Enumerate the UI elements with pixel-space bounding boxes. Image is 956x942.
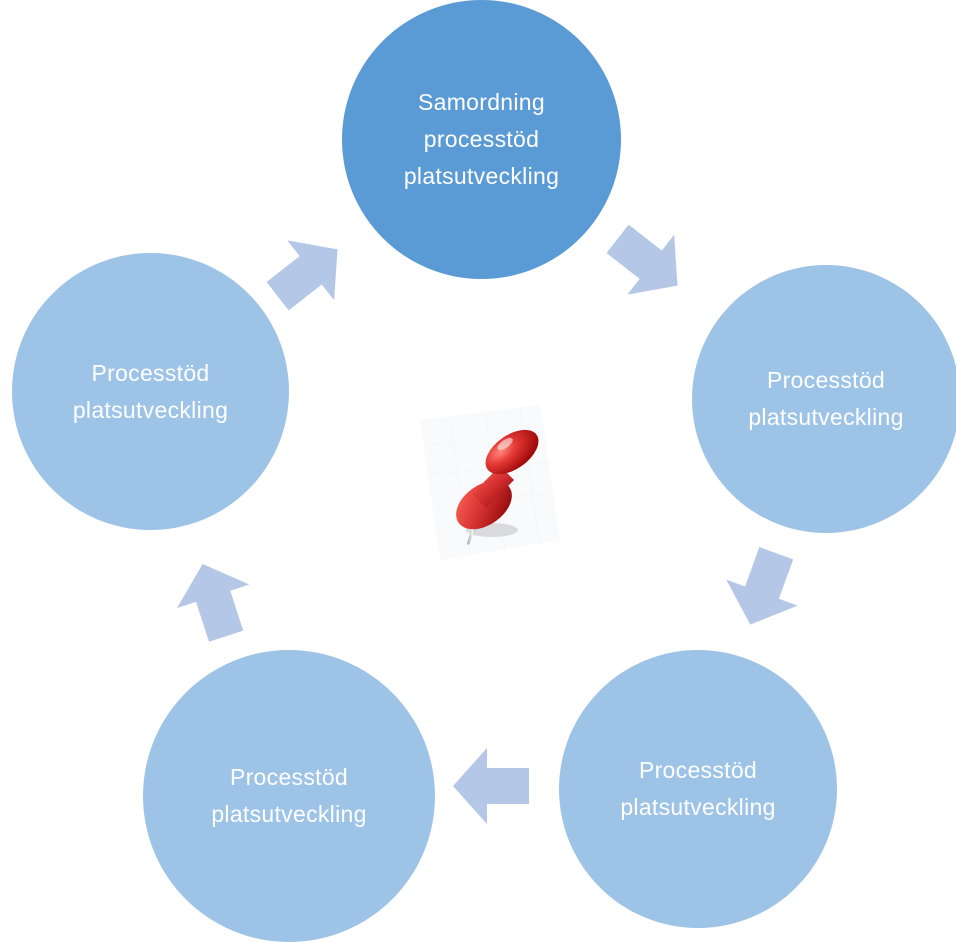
arrow-shape [453, 748, 529, 824]
node-label-line: Processtöd [91, 359, 210, 386]
cycle-node-process-support: Processtöd platsutveckling [12, 253, 289, 530]
node-label-line: Processtöd [766, 367, 886, 393]
node-label: Processtöd platsutveckling [620, 752, 775, 826]
pushpin-head [485, 429, 539, 475]
node-label-line: platsutveckling [620, 794, 776, 820]
node-label-line: platsutveckling [72, 396, 229, 423]
pushpin-stem [472, 466, 514, 508]
node-label: Processtöd platsutveckling [748, 362, 903, 436]
arrow-shape [726, 547, 798, 625]
arrow-right-to-bottom-right [726, 547, 798, 625]
cycle-node-process-support: Processtöd platsutveckling [692, 265, 956, 533]
arrow-shape [266, 240, 338, 311]
node-label: Samordning processtöd platsutveckling [404, 84, 559, 195]
node-label-line: platsutveckling [748, 404, 904, 430]
arrow-shape [606, 224, 678, 295]
node-label-line: Samordning [417, 89, 545, 115]
pushpin-image [420, 405, 560, 560]
arrow-left-to-top [266, 240, 338, 311]
arrow-bottom-right-to-bottom-left [453, 748, 529, 824]
node-label-line: platsutveckling [211, 801, 367, 827]
arrow-top-to-right [606, 224, 678, 295]
node-label-line: Processtöd [229, 764, 349, 790]
cycle-node-coordination: Samordning processtöd platsutveckling [342, 0, 621, 279]
node-label-line: processtöd [423, 126, 540, 152]
cycle-node-process-support: Processtöd platsutveckling [143, 650, 435, 942]
node-label: Processtöd platsutveckling [211, 759, 366, 833]
node-label: Processtöd platsutveckling [73, 355, 228, 429]
cycle-node-process-support: Processtöd platsutveckling [559, 650, 837, 928]
node-label-line: Processtöd [638, 757, 758, 783]
node-label-line: platsutveckling [403, 163, 560, 189]
arrow-shape [177, 563, 250, 642]
arrow-bottom-left-to-left [177, 563, 250, 642]
